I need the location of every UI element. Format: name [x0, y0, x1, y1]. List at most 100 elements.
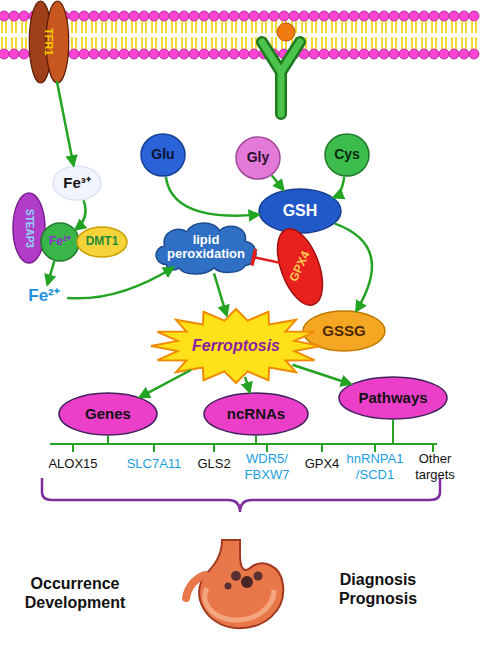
node-text: STEAP3 [24, 209, 35, 248]
node-text: Fe²⁺ [28, 287, 60, 306]
node-text: lipid peroxidation [161, 233, 251, 262]
lipid-head [199, 11, 209, 21]
lipid-tail [395, 37, 397, 49]
lipid-tail [341, 21, 343, 33]
lipid-tail [275, 37, 277, 49]
lipid-head [459, 49, 469, 59]
lipid-head [99, 49, 109, 59]
lipid-head [419, 49, 429, 59]
lipid-tail [461, 37, 463, 49]
lipid-tail [221, 37, 223, 49]
lipid-head [329, 11, 339, 21]
lipid-head [89, 49, 99, 59]
lipid-tail [101, 21, 103, 33]
lipid-tail [21, 37, 23, 49]
lipid-tail [141, 21, 143, 33]
lipid-tail [251, 37, 253, 49]
lipid-head [279, 11, 289, 21]
lipid-tail [435, 37, 437, 49]
arrow-connector [245, 377, 250, 392]
lipid-tail [115, 37, 117, 49]
lipid-tail [205, 21, 207, 33]
lipid-head [389, 49, 399, 59]
lipid-tail [245, 21, 247, 33]
lipid-tail [171, 37, 173, 49]
lipid-tail [375, 21, 377, 33]
lipid-tail [451, 21, 453, 33]
arrow-connector [76, 200, 86, 229]
process-cloud: lipid peroxidation [150, 218, 262, 276]
lipid-tail [101, 37, 103, 49]
lipid-head [199, 49, 209, 59]
lipid-tail [445, 37, 447, 49]
lipid-head [229, 49, 239, 59]
lipid-tail [395, 21, 397, 33]
lipid-tail [325, 37, 327, 49]
lipid-tail [5, 21, 7, 33]
arrow-connector [166, 177, 259, 216]
lipid-head [389, 11, 399, 21]
tumor-spot [254, 572, 263, 581]
lipid-tail [15, 21, 17, 33]
lipid-head [159, 49, 169, 59]
node-text: Ferroptosis [192, 337, 280, 355]
lipid-tail [131, 21, 133, 33]
lipid-head [69, 49, 79, 59]
lipid-tail [75, 21, 77, 33]
lipid-tail [401, 37, 403, 49]
lipid-tail [415, 37, 417, 49]
node-outline [236, 137, 280, 179]
lipid-head [319, 49, 329, 59]
lipid-head [289, 11, 299, 21]
arrow-connector [272, 176, 283, 190]
tumor-spot [225, 583, 232, 590]
lipid-tail [241, 37, 243, 49]
lipid-tail [105, 37, 107, 49]
lipid-tail [235, 21, 237, 33]
lipid-head [309, 49, 319, 59]
lipid-tail [195, 37, 197, 49]
lipid-tail [345, 37, 347, 49]
lipid-tail [191, 21, 193, 33]
lipid-tail [361, 37, 363, 49]
lipid-tail [201, 21, 203, 33]
lipid-tail [421, 37, 423, 49]
inhibition-line [254, 257, 282, 263]
lipid-head [19, 11, 29, 21]
lipid-tail [155, 21, 157, 33]
stomach-shading [205, 588, 274, 620]
lipid-head [219, 11, 229, 21]
arrow-connector [334, 177, 344, 198]
arrow-connector [140, 370, 191, 397]
lipid-head [109, 11, 119, 21]
lipid-head [149, 11, 159, 21]
lipid-tail [465, 37, 467, 49]
lipid-tail [325, 21, 327, 33]
lipid-tail [121, 37, 123, 49]
lipid-head [449, 11, 459, 21]
lipid-tail [85, 21, 87, 33]
lipid-head [269, 11, 279, 21]
node-text: Fe²⁺ [49, 235, 71, 248]
lipid-tail [161, 37, 163, 49]
lipid-tail [335, 21, 337, 33]
lipid-tail [321, 37, 323, 49]
lipid-tail [375, 37, 377, 49]
lipid-tail [201, 37, 203, 49]
category-ellipse: Genes [58, 392, 158, 436]
ligand-ball [277, 23, 295, 41]
lipid-tail [121, 21, 123, 33]
cell-membrane [0, 11, 479, 59]
target-label: GLS2 [192, 456, 236, 472]
arrow-connector [57, 81, 74, 165]
lipid-tail [145, 21, 147, 33]
lipid-head [79, 11, 89, 21]
arrow-connector [335, 224, 372, 311]
lipid-tail [235, 37, 237, 49]
lipid-head [139, 49, 149, 59]
lipid-tail [381, 37, 383, 49]
lipid-head [379, 11, 389, 21]
node-text: Fe³⁺ [63, 175, 91, 192]
